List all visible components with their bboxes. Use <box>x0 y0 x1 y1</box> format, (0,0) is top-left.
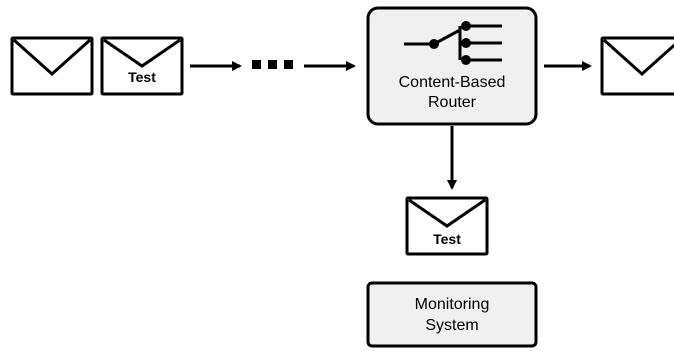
router-title-line2: Router <box>428 94 477 111</box>
envelope-icon-test-routed: Test <box>405 196 489 256</box>
monitoring-title-line2: System <box>425 317 478 334</box>
envelope-icon-test-incoming: Test <box>100 36 184 96</box>
router-title-line1: Content-Based <box>399 74 506 91</box>
test-message-label: Test <box>433 231 461 247</box>
switch-router-icon <box>404 21 502 65</box>
envelope-icon-outgoing <box>600 36 674 96</box>
envelope-icon-plain <box>10 36 94 96</box>
monitoring-system: Monitoring System <box>366 281 538 348</box>
monitoring-title-line1: Monitoring <box>415 296 490 313</box>
envelope-test-label: Test <box>128 69 156 85</box>
content-based-router: Content-Based Router <box>366 6 538 126</box>
ellipsis-dots <box>252 60 293 69</box>
